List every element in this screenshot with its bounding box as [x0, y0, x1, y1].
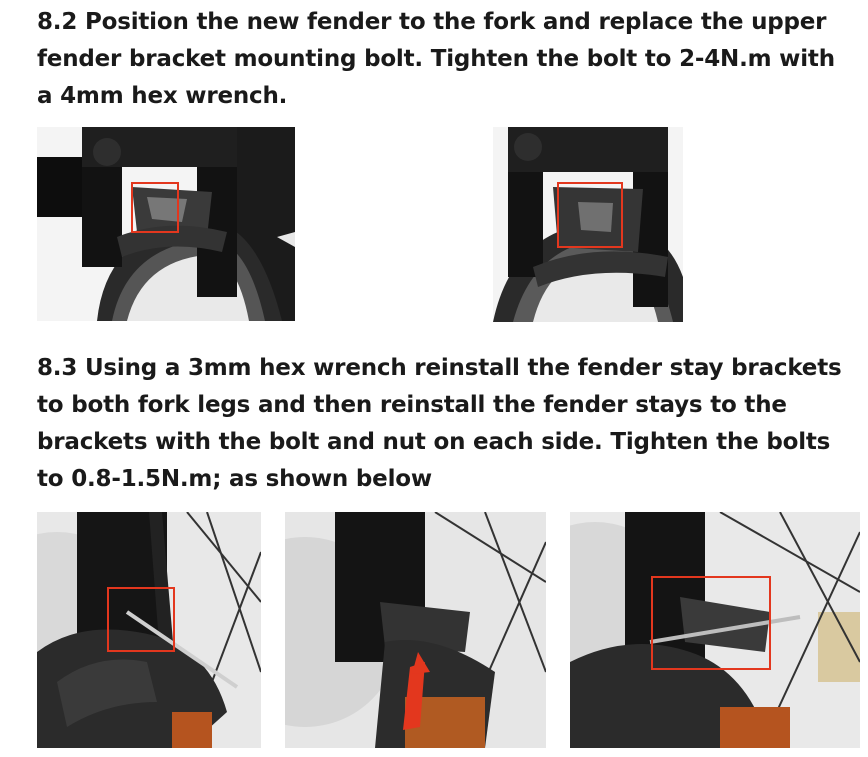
- step-8-2-heading: 8.2 Position the new fender to the fork …: [37, 9, 835, 109]
- fender-stay-photo-2: [285, 512, 546, 748]
- fender-stay-photo-3: [570, 512, 860, 748]
- highlight-box: [107, 587, 175, 652]
- fork-fender-photo-1: [37, 127, 295, 321]
- step-8-3-heading: 8.3 Using a 3mm hex wrench reinstall the…: [37, 355, 842, 492]
- highlight-box: [557, 182, 623, 248]
- highlight-box: [651, 576, 771, 670]
- fender-stay-photo-1: [37, 512, 261, 748]
- highlight-box: [131, 182, 179, 233]
- fork-fender-photo-2: [493, 127, 683, 322]
